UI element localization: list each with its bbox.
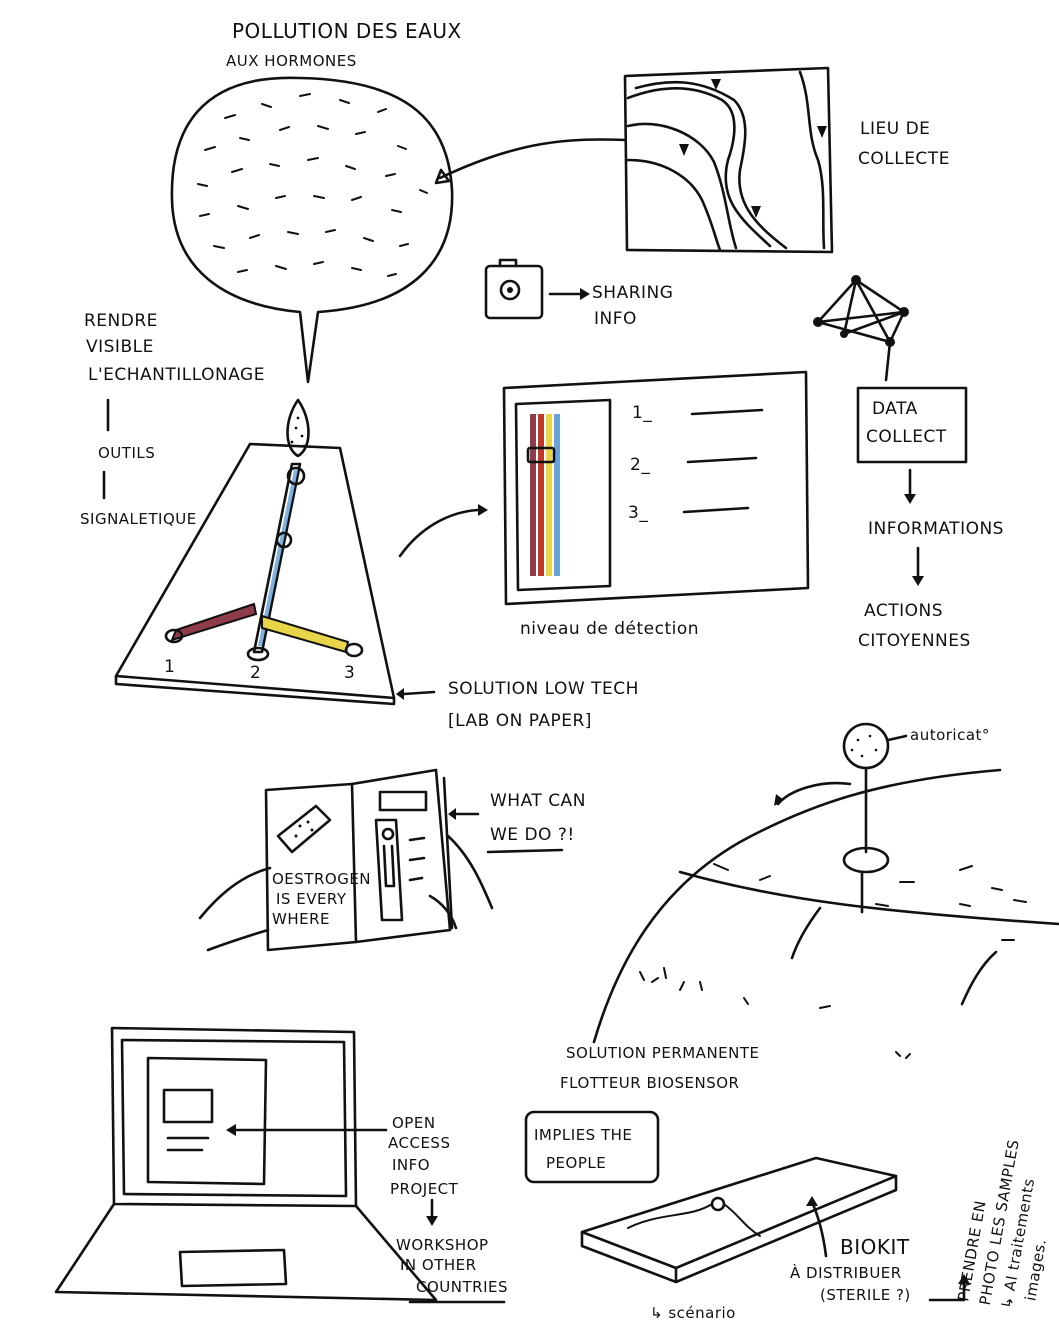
float-balloon <box>844 724 888 768</box>
camera-sharing: SHARING INFO <box>486 260 673 329</box>
bank-edge <box>680 872 1059 924</box>
panel-caption: niveau de détection <box>520 619 699 639</box>
biokit-scenario: ↳ scénario <box>650 1304 736 1322</box>
actions-1: ACTIONS <box>864 601 943 621</box>
note-visible: VISIBLE <box>86 337 154 357</box>
panel-item-3: 3_ <box>628 503 648 523</box>
low-tech-label: SOLUTION LOW TECH [LAB ON PAPER] <box>396 679 639 731</box>
hand-right <box>448 836 492 908</box>
panel-item-1: 1_ <box>632 403 652 423</box>
informations: INFORMATIONS <box>868 519 1004 539</box>
actions-2: CITOYENNES <box>858 631 971 651</box>
label-1: 1 <box>164 657 175 677</box>
map-label-2: COLLECTE <box>858 149 950 169</box>
permanent-2: FLOTTEUR BIOSENSOR <box>560 1074 739 1092</box>
permanent-1: SOLUTION PERMANENTE <box>566 1044 760 1062</box>
implies-1: IMPLIES THE <box>534 1126 632 1144</box>
booklet-text-2: IS EVERY <box>276 890 347 908</box>
strip-drawing <box>278 806 330 852</box>
channel-1 <box>172 604 256 640</box>
question-1: WHAT CAN <box>490 791 586 811</box>
river-d <box>628 160 720 250</box>
biokit-3: (STERILE ?) <box>820 1286 911 1304</box>
side-note: PRENDRE EN PHOTO LES SAMPLES ↳ AI traite… <box>954 1134 1059 1314</box>
note-outils: OUTILS <box>98 444 155 462</box>
label-3: 3 <box>344 663 355 683</box>
bubble-title-2: AUX HORMONES <box>226 52 357 70</box>
network-icon <box>813 275 909 380</box>
question-2: WE DO ?! <box>490 825 575 845</box>
float-annotation: autoricat° <box>910 726 990 744</box>
map-label-1: LIEU DE <box>860 119 930 139</box>
low-tech-2: [LAB ON PAPER] <box>448 711 592 731</box>
label-2: 2 <box>250 663 261 683</box>
channel-3 <box>262 616 348 652</box>
note-signaletique: SIGNALETIQUE <box>80 510 197 528</box>
left-notes: RENDRE VISIBLE L'ECHANTILLONAGE OUTILS S… <box>80 311 265 528</box>
booklet-text-1: OESTROGEN <box>272 870 371 888</box>
float-biosensor: autoricat° <box>594 724 1059 1058</box>
curved-arrow <box>400 510 478 556</box>
laptop-3: INFO <box>392 1156 430 1174</box>
result-panel: 1_ 2_ 3_ niveau de détection <box>504 372 808 639</box>
speech-bubble-outline <box>172 78 452 382</box>
drop-stipple <box>291 417 306 448</box>
river-a <box>628 88 770 246</box>
biokit-2: À DISTRIBUER <box>790 1263 902 1282</box>
bank-curve <box>594 770 1000 1042</box>
note-rendre: RENDRE <box>84 311 158 331</box>
hand-left <box>200 868 270 918</box>
laptop-4: PROJECT <box>390 1180 459 1198</box>
figure-strip <box>376 820 402 920</box>
booklet-text-3: WHERE <box>272 910 330 928</box>
river-c <box>628 124 736 248</box>
laptop-6: IN OTHER <box>400 1256 477 1274</box>
panel-item-2: 2_ <box>630 455 650 475</box>
low-tech-1: SOLUTION LOW TECH <box>448 679 639 699</box>
pin-2 <box>679 144 689 156</box>
laptop-1: OPEN <box>392 1114 436 1132</box>
map-sketch: LIEU DE COLLECTE <box>625 68 950 252</box>
data-collect-flow: DATA COLLECT INFORMATIONS ACTIONS CITOYE… <box>858 388 1004 651</box>
bubble-to-map-line <box>440 139 625 178</box>
laptop: OPEN ACCESS INFO PROJECT WORKSHOP IN OTH… <box>56 1028 508 1302</box>
laptop-2: ACCESS <box>388 1134 450 1152</box>
lab-on-paper-card: 1 2 3 <box>116 400 488 704</box>
bubble-title-1: POLLUTION DES EAUX <box>232 19 462 43</box>
permanent-solution: SOLUTION PERMANENTE FLOTTEUR BIOSENSOR I… <box>526 1044 760 1182</box>
camera-icon <box>486 266 542 318</box>
booklet-box <box>380 792 426 810</box>
touchpad <box>180 1250 286 1286</box>
bubble-texture <box>198 94 427 276</box>
laptop-5: WORKSHOP <box>396 1236 489 1254</box>
coast <box>800 72 824 248</box>
sample-drop <box>288 400 309 456</box>
booklet: OESTROGEN IS EVERY WHERE WHAT CAN WE DO … <box>200 770 586 950</box>
note-echantillonage: L'ECHANTILLONAGE <box>88 365 265 385</box>
data-line-1: DATA <box>872 399 918 419</box>
biokit-title: BIOKIT <box>840 1235 910 1259</box>
pin-4 <box>817 126 827 138</box>
biokit-sample <box>712 1198 724 1210</box>
sharing-line-1: SHARING <box>592 283 673 303</box>
data-line-2: COLLECT <box>866 427 947 447</box>
implies-2: PEOPLE <box>546 1154 606 1172</box>
sharing-line-2: INFO <box>594 309 637 329</box>
pollution-bubble: POLLUTION DES EAUX AUX HORMONES <box>172 19 625 382</box>
laptop-7: COUNTRIES <box>416 1278 508 1296</box>
